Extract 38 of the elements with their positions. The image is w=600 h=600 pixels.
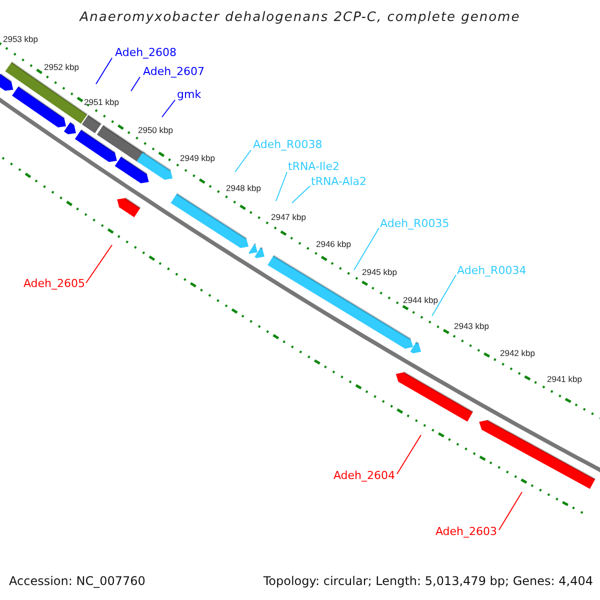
position-label: 2946 kbp: [316, 239, 351, 249]
leader-line: [234, 150, 252, 172]
position-label: 2942 kbp: [500, 348, 535, 358]
title: Anaeromyxobacter dehalogenans 2CP-C, complete genome: [78, 9, 522, 27]
position-label: 2949 kbp: [180, 153, 215, 163]
gene-label: Adeh_2604: [333, 470, 395, 482]
position-label: 2941 kbp: [547, 374, 582, 384]
gene-label: Adeh_2605: [23, 278, 85, 290]
position-label: 2952 kbp: [44, 62, 79, 72]
gene-label: Adeh_2608: [115, 47, 177, 59]
leader-line: [396, 434, 422, 474]
leader-line: [354, 228, 380, 270]
position-label: 2945 kbp: [362, 267, 397, 277]
position-label: 2947 kbp: [271, 212, 306, 222]
leader-line: [96, 58, 112, 84]
gene-label: Adeh_R0035: [380, 218, 450, 230]
gene-label: Adeh_R0034: [457, 265, 526, 277]
position-label: 2953 kbp: [3, 34, 38, 44]
gene-label: tRNA-Ala2: [311, 176, 367, 188]
gene-label: Adeh_2607: [143, 66, 205, 78]
leader-line: [86, 244, 112, 284]
leader-line: [130, 76, 140, 92]
leader-line: [162, 100, 176, 118]
leader-line: [432, 274, 456, 316]
leader-line: [498, 492, 522, 530]
position-label: 2948 kbp: [226, 183, 261, 193]
position-label: 2944 kbp: [403, 295, 438, 305]
gene-label: Adeh_R0038: [253, 139, 322, 151]
gene-label: tRNA-Ile2: [288, 161, 340, 173]
position-label: 2943 kbp: [454, 321, 489, 331]
position-label: 2951 kbp: [84, 97, 119, 107]
footer-text: Accession: NC_007760: [9, 574, 146, 588]
footer-text: Topology: circular; Length: 5,013,479 bp; Genes: 4,404: [263, 574, 593, 588]
position-label: 2950 kbp: [138, 125, 173, 135]
gene-label: Adeh_2603: [435, 526, 497, 538]
gene-label: gmk: [177, 89, 202, 101]
leader-line: [292, 186, 310, 204]
leader-line: [276, 172, 288, 202]
